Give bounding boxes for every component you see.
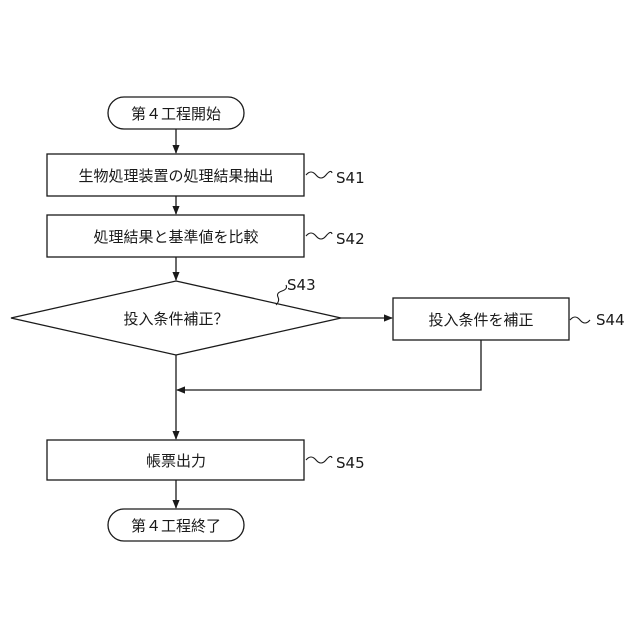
start-terminator: 第４工程開始 (108, 97, 244, 129)
process-s42-label: 処理結果と基準値を比較 (93, 228, 258, 246)
process-s41: 生物処理装置の処理結果抽出 (47, 154, 304, 196)
decision-s43-label: 投入条件補正？ (123, 310, 228, 328)
s45-leader (306, 456, 332, 463)
arrow-s44-return (177, 340, 481, 390)
process-s44: 投入条件を補正 (393, 298, 569, 340)
s43-leader (276, 285, 287, 305)
step-label-s44: S44 (596, 311, 625, 329)
step-label-s42: S42 (336, 230, 365, 248)
s42-leader (306, 232, 332, 239)
start-label: 第４工程開始 (131, 105, 221, 123)
end-label: 第４工程終了 (131, 517, 221, 535)
step-label-s43: S43 (287, 276, 316, 294)
process-s44-label: 投入条件を補正 (428, 311, 533, 329)
step-label-s41: S41 (336, 169, 365, 187)
process-s45: 帳票出力 (47, 440, 304, 480)
process-s45-label: 帳票出力 (146, 452, 206, 470)
step-label-s45: S45 (336, 454, 365, 472)
process-s41-label: 生物処理装置の処理結果抽出 (78, 167, 273, 185)
process-s42: 処理結果と基準値を比較 (47, 215, 304, 257)
s41-leader (306, 171, 332, 178)
s44-leader (570, 317, 590, 323)
end-terminator: 第４工程終了 (108, 509, 244, 541)
